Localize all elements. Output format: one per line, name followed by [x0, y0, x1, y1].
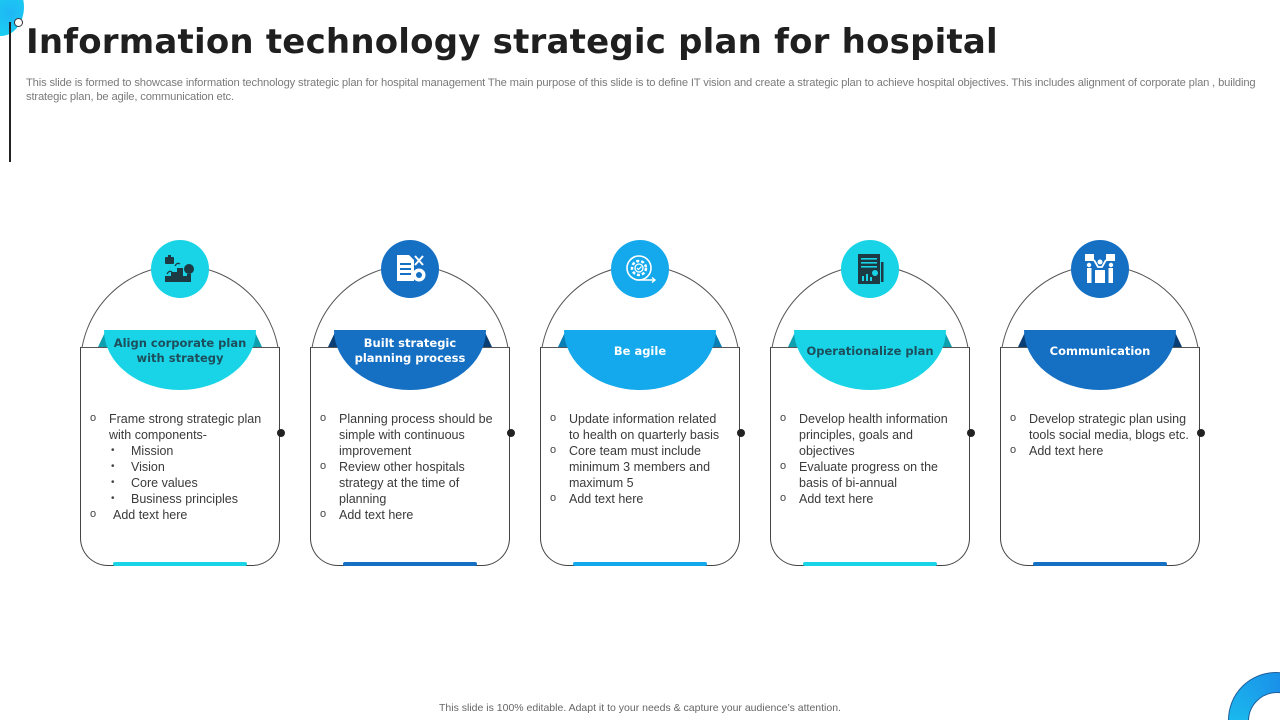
card-accent-bar — [1033, 562, 1167, 566]
career-growth-icon — [151, 240, 209, 298]
document-settings-icon — [381, 240, 439, 298]
card-label: Built strategic planning process — [354, 336, 466, 365]
bullet-item: Develop health information principles, g… — [780, 410, 960, 459]
card-be-agile: Be agile Update information related to h… — [540, 238, 745, 568]
sub-bullet-item: Mission — [90, 443, 270, 459]
left-vertical-rule — [9, 22, 11, 162]
card-strategic-planning-process: Built strategic planning process Plannin… — [310, 238, 515, 568]
bullet-item: Add text here — [550, 490, 730, 507]
bullet-item: Update information related to health on … — [550, 410, 730, 443]
sub-bullet-item: Vision — [90, 459, 270, 475]
people-discussion-icon — [1071, 240, 1129, 298]
bullet-item: Develop strategic plan using tools socia… — [1010, 410, 1190, 443]
agile-gear-icon — [611, 240, 669, 298]
financial-report-icon — [841, 240, 899, 298]
bullet-item: Evaluate progress on the basis of bi-ann… — [780, 458, 960, 491]
card-connector-dot — [967, 429, 975, 437]
card-connector-dot — [277, 429, 285, 437]
slide-footer-note: This slide is 100% editable. Adapt it to… — [439, 702, 841, 714]
card-bullet-list: Update information related to health on … — [550, 410, 730, 507]
bullet-item: Add text here — [90, 506, 270, 523]
card-accent-bar — [113, 562, 247, 566]
card-connector-dot — [737, 429, 745, 437]
card-align-corporate-plan: Align corporate plan with strategy Frame… — [80, 238, 285, 568]
card-label: Operationalize plan — [806, 343, 934, 358]
card-bullet-list: Develop strategic plan using tools socia… — [1010, 410, 1190, 459]
bullet-item: Add text here — [1010, 442, 1190, 459]
card-connector-dot — [1197, 429, 1205, 437]
sub-bullet-item: Business principles — [90, 491, 270, 507]
bullet-item: Add text here — [320, 506, 500, 523]
corner-decoration-ring — [1228, 672, 1280, 720]
card-communication: Communication Develop strategic plan usi… — [1000, 238, 1205, 568]
left-ring-marker — [14, 18, 23, 27]
card-bullet-list: Frame strong strategic plan with compone… — [90, 410, 270, 523]
card-connector-dot — [507, 429, 515, 437]
card-accent-bar — [343, 562, 477, 566]
bullet-item: Planning process should be simple with c… — [320, 410, 500, 459]
card-operationalize-plan: Operationalize plan Develop health infor… — [770, 238, 975, 568]
card-accent-bar — [803, 562, 937, 566]
bullet-item: Frame strong strategic plan with compone… — [90, 410, 270, 443]
card-label: Communication — [1049, 343, 1151, 358]
sub-bullet-item: Core values — [90, 475, 270, 491]
bullet-item: Add text here — [780, 490, 960, 507]
slide-subtitle: This slide is formed to showcase informa… — [26, 77, 1256, 103]
slide-title: Information technology strategic plan fo… — [26, 22, 998, 62]
card-bullet-list: Develop health information principles, g… — [780, 410, 960, 507]
bullet-item: Core team must include minimum 3 members… — [550, 442, 730, 491]
card-accent-bar — [573, 562, 707, 566]
card-label: Be agile — [613, 343, 667, 358]
card-label: Align corporate plan with strategy — [113, 336, 247, 365]
card-bullet-list: Planning process should be simple with c… — [320, 410, 500, 523]
bullet-item: Review other hospitals strategy at the t… — [320, 458, 500, 507]
